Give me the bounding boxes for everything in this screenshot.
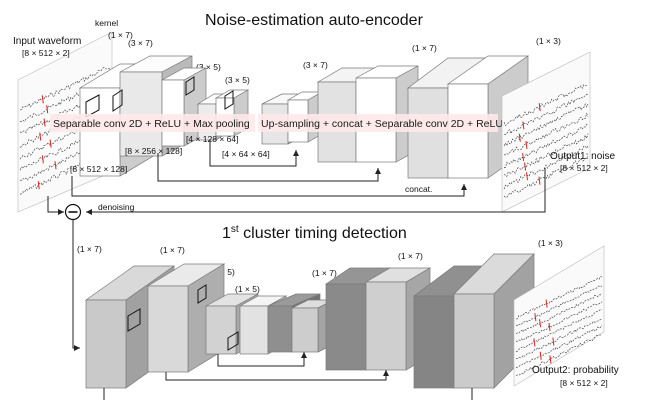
bottom-kernel-2: (1 × 7): [160, 245, 185, 255]
output1-waveform-traces: [503, 84, 589, 198]
top-kernel-3: (3 × 5): [196, 62, 221, 72]
top-kernel-2: (3 × 7): [128, 38, 153, 48]
input-waveform-shape: [8 × 512 × 2]: [22, 48, 70, 58]
decoder-band-bg: [258, 114, 498, 132]
denoising-label: denoising: [98, 202, 135, 212]
concat-label: concat.: [405, 184, 432, 194]
top-kernel-6: (1 × 7): [412, 43, 437, 53]
top-skip-connections: [71, 140, 467, 197]
bottom-kernel-5: (1 × 7): [312, 268, 337, 278]
output1-shape: [8 × 512 × 2]: [560, 163, 608, 173]
top-kernel-markers: [85, 76, 234, 118]
top-title: Noise-estimation auto-encoder: [205, 12, 424, 29]
shape-label-3: [4 × 128 × 64]: [186, 134, 238, 144]
bottom-title: 1st cluster timing detection: [222, 224, 407, 242]
kernel-label: kernel: [95, 18, 118, 28]
output2-probability-panel: [513, 245, 605, 387]
top-kernel-5: (3 × 7): [303, 60, 328, 70]
output2-shape: [8 × 512 × 2]: [560, 378, 608, 388]
bottom-kernel-6: (1 × 7): [398, 251, 423, 261]
encoder-band-bg: [50, 114, 255, 132]
top-kernel-4: (3 × 5): [225, 75, 250, 85]
shape-label-1: [8 × 512 × 128]: [70, 164, 127, 174]
output2-label: Output2: probability: [532, 365, 619, 376]
top-kernel-7: (1 × 3): [536, 36, 561, 46]
input-waveform-label: Input waveform: [13, 36, 81, 47]
top-kernel-1: (1 × 7): [108, 30, 133, 40]
output1-waveform-panel: [501, 51, 591, 213]
bottom-block-3b: [291, 299, 335, 353]
encoder-band-text: Separable conv 2D + ReLU + Max pooling: [53, 118, 250, 130]
shape-label-4: [4 × 64 × 64]: [222, 149, 270, 159]
bottom-kernel-markers: [127, 284, 239, 351]
decoder-band-text: Up-sampling + concat + Separable conv 2D…: [261, 118, 503, 130]
shape-label-2: [8 × 256 × 128]: [125, 146, 182, 156]
denoising-path: [47, 168, 546, 351]
output2-probability-traces: [515, 276, 603, 377]
bottom-kernel-4: (1 × 5): [235, 284, 260, 294]
bottom-kernel-1: (1 × 7): [77, 244, 102, 254]
bottom-network-blocks: [84, 253, 535, 389]
bottom-skip-connections: [103, 352, 473, 400]
output1-label: Output1: noise: [550, 151, 615, 162]
bottom-kernel-7: (1 × 3): [538, 238, 563, 248]
